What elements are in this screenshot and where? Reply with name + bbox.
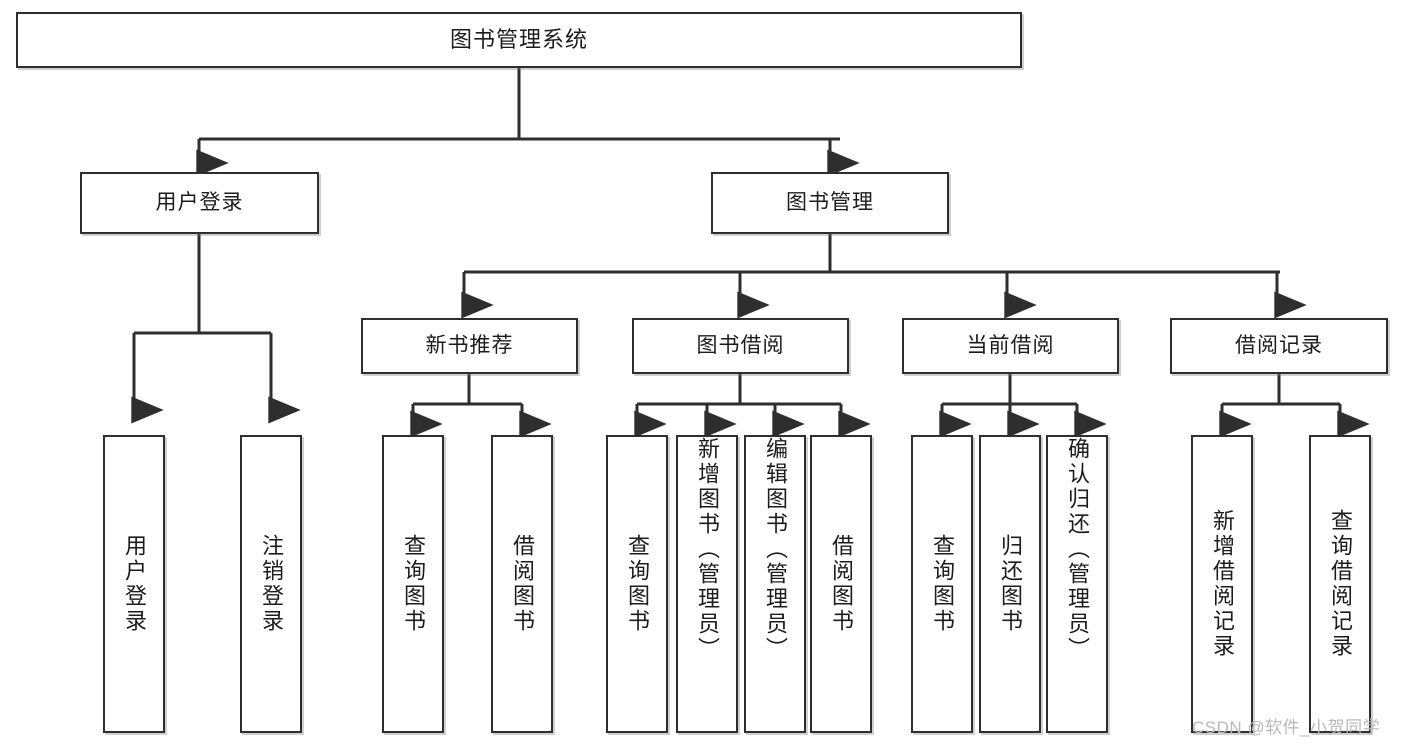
leaf-return-book[interactable]: 归还图书 <box>979 435 1041 733</box>
leaf-query-book-1[interactable]: 查询图书 <box>382 435 444 733</box>
leaf-borrow-book-1[interactable]: 借阅图书 <box>491 435 553 733</box>
node-current-borrow[interactable]: 当前借阅 <box>902 318 1119 374</box>
leaf-edit-book[interactable]: 编辑图书（管理员） <box>744 435 806 733</box>
node-new-book-rec[interactable]: 新书推荐 <box>361 318 578 374</box>
leaf-edit-book-label: 编辑图书（管理员） <box>763 437 788 662</box>
node-book-borrow[interactable]: 图书借阅 <box>632 318 849 374</box>
leaf-add-book[interactable]: 新增图书（管理员） <box>676 435 738 733</box>
leaf-add-record-label: 新增借阅记录 <box>1210 509 1235 659</box>
leaf-confirm-return-label: 确认归还（管理员） <box>1065 437 1090 662</box>
node-root[interactable]: 图书管理系统 <box>16 12 1022 68</box>
leaf-user-login-label: 用户登录 <box>122 534 147 634</box>
leaf-query-book-3[interactable]: 查询图书 <box>911 435 973 733</box>
leaf-query-book-1-label: 查询图书 <box>401 534 426 634</box>
csdn-watermark: CSDN @软件_小贺同学 <box>1192 718 1381 737</box>
leaf-query-book-3-label: 查询图书 <box>930 534 955 634</box>
leaf-query-book-2-label: 查询图书 <box>625 534 650 634</box>
leaf-user-login[interactable]: 用户登录 <box>103 435 165 733</box>
leaf-query-book-2[interactable]: 查询图书 <box>606 435 668 733</box>
node-current-borrow-label: 当前借阅 <box>966 333 1055 357</box>
node-borrow-record[interactable]: 借阅记录 <box>1170 318 1388 374</box>
node-book-manage[interactable]: 图书管理 <box>711 172 949 234</box>
leaf-return-book-label: 归还图书 <box>998 534 1023 634</box>
leaf-logout-login[interactable]: 注销登录 <box>240 435 302 733</box>
leaf-borrow-book-2[interactable]: 借阅图书 <box>810 435 872 733</box>
node-book-borrow-label: 图书借阅 <box>696 333 785 357</box>
node-root-label: 图书管理系统 <box>449 27 588 53</box>
node-user-login-label: 用户登录 <box>155 190 244 214</box>
leaf-confirm-return[interactable]: 确认归还（管理员） <box>1046 435 1108 733</box>
node-borrow-record-label: 借阅记录 <box>1235 333 1323 357</box>
leaf-borrow-book-1-label: 借阅图书 <box>510 534 535 634</box>
leaf-borrow-book-2-label: 借阅图书 <box>829 534 854 634</box>
leaf-logout-login-label: 注销登录 <box>259 534 284 634</box>
leaf-query-record[interactable]: 查询借阅记录 <box>1309 435 1371 733</box>
node-book-manage-label: 图书管理 <box>786 190 874 214</box>
node-user-login[interactable]: 用户登录 <box>80 172 319 234</box>
leaf-query-record-label: 查询借阅记录 <box>1328 509 1353 659</box>
leaf-add-book-label: 新增图书（管理员） <box>695 437 720 662</box>
leaf-add-record[interactable]: 新增借阅记录 <box>1191 435 1253 733</box>
node-new-book-rec-label: 新书推荐 <box>425 333 514 357</box>
